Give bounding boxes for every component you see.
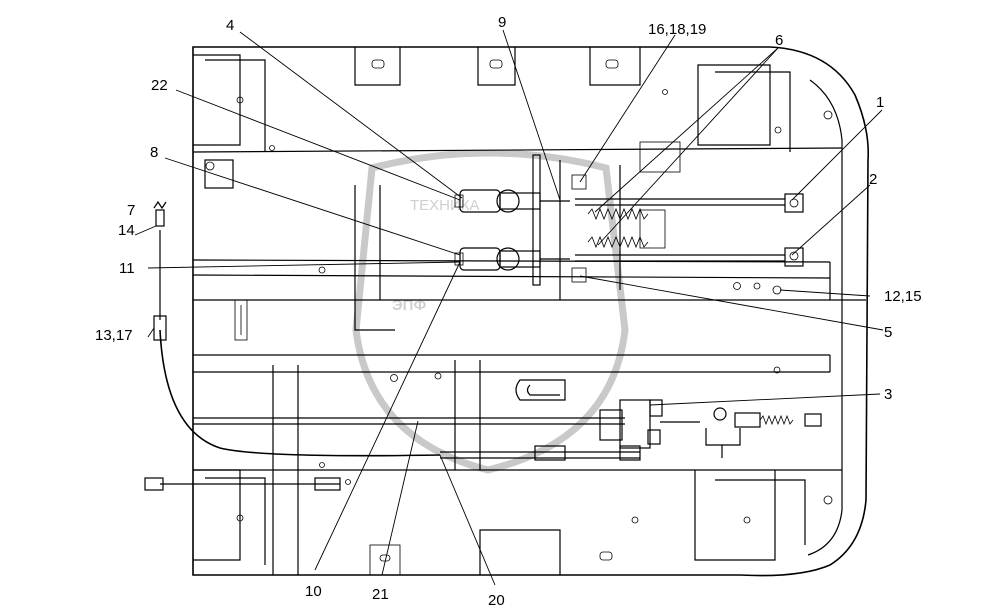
callout-1: 1	[876, 94, 884, 111]
callout-3: 3	[884, 386, 892, 403]
callout-12-15: 12,15	[884, 288, 922, 305]
callout-14: 14	[118, 222, 135, 239]
callout-8: 8	[150, 144, 158, 161]
callout-16-18-19: 16,18,19	[648, 21, 706, 38]
callout-11: 11	[119, 260, 135, 277]
floor-plate	[192, 46, 870, 577]
lower-linkage-assembly	[144, 200, 822, 491]
callout-20: 20	[488, 592, 505, 609]
callout-labels: 4 9 16,18,19 6 22 1 8 2 7 14 11 12,15 13…	[95, 14, 922, 609]
leader-lines	[134, 29, 884, 586]
watermark-text: ТЕХНИКА	[410, 197, 480, 214]
callout-2: 2	[869, 171, 877, 188]
callout-22: 22	[151, 77, 168, 94]
callout-21: 21	[372, 586, 389, 603]
upper-cylinder-assembly	[454, 154, 804, 286]
callout-5: 5	[884, 324, 892, 341]
callout-4: 4	[226, 17, 234, 34]
watermark: ТЕХНИКА ЭПФ	[352, 149, 629, 474]
callout-7: 7	[127, 202, 135, 219]
watermark-logo: ЭПФ	[392, 297, 426, 314]
callout-13-17: 13,17	[95, 327, 133, 344]
callout-9: 9	[498, 14, 506, 31]
callout-6: 6	[775, 32, 783, 49]
callout-10: 10	[305, 583, 322, 600]
